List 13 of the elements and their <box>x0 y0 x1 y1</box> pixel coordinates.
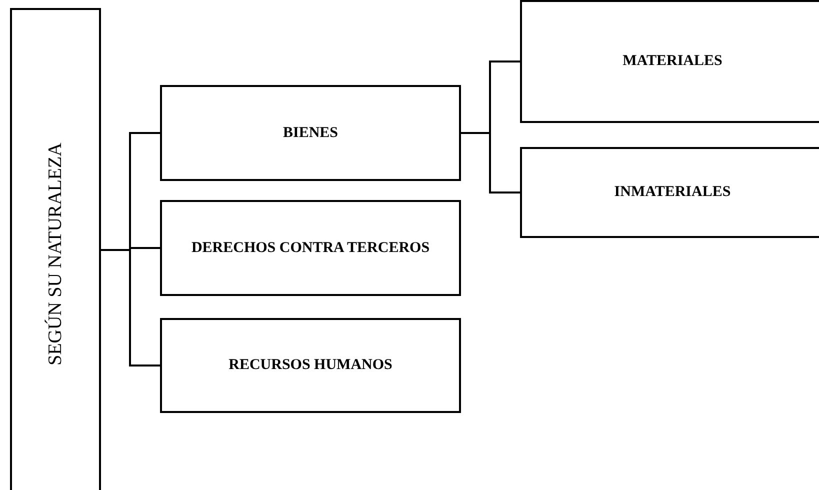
box-label: BIENES <box>282 124 340 142</box>
box-label: INMATERIALES <box>613 184 732 201</box>
category-box <box>160 200 461 296</box>
box-label: RECURSOS HUMANOS <box>228 357 394 374</box>
connector-line <box>461 132 520 194</box>
category-panel <box>10 8 101 490</box>
box-label: SEGÚN SU NATURALEZA <box>44 142 66 366</box>
box-label: MATERIALES <box>622 53 724 70</box>
category-box <box>520 0 819 123</box>
category-box <box>520 147 819 238</box>
box-label: DERECHOS CONTRA TERCEROS <box>190 240 431 256</box>
category-box <box>160 318 461 413</box>
category-box <box>160 85 461 181</box>
